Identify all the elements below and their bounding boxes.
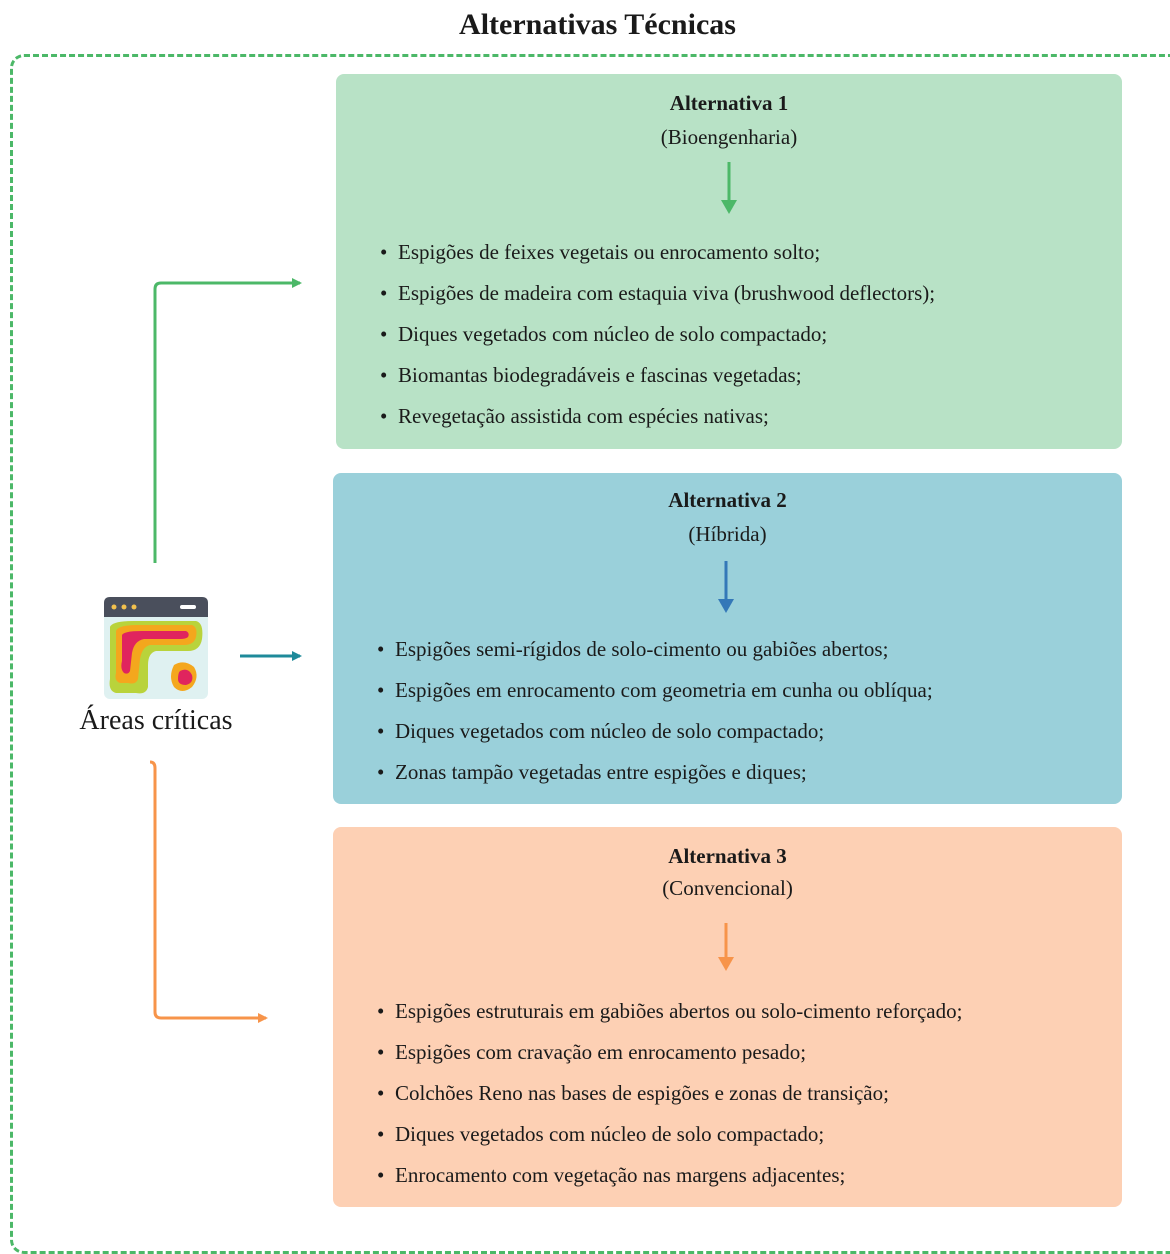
alternativa-1-subtitle: (Bioengenharia) [660,125,798,149]
alternativa-2-subtitle: (Híbrida) [688,522,767,546]
arrow-to-alternativa-3 [149,760,268,1023]
alternativa-1-list: Espigões de feixes vegetais ou enrocamen… [380,232,935,437]
list-item: Espigões de feixes vegetais ou enrocamen… [380,232,935,273]
alternativa-1-box: Alternativa 1 (Bioengenharia) Espigões d… [336,74,1122,449]
alternativa-2-box: Alternativa 2 (Híbrida) Espigões semi-rí… [333,473,1122,804]
list-item: Espigões de madeira com estaquia viva (b… [380,273,935,314]
list-item: Diques vegetados com núcleo de solo comp… [380,314,935,355]
down-arrow-icon [718,561,734,613]
list-item: Espigões com cravação em enrocamento pes… [377,1032,962,1073]
down-arrow-icon [721,162,737,214]
list-item: Biomantas biodegradáveis e fascinas vege… [380,355,935,396]
alternativa-3-title: Alternativa 3 [668,844,787,868]
heatmap-icon [104,597,208,701]
alternativa-3-list: Espigões estruturais em gabiões abertos … [377,991,962,1196]
arrow-to-alternativa-1 [153,278,302,563]
list-item: Revegetação assistida com espécies nativ… [380,396,935,437]
page-title: Alternativas Técnicas [459,8,736,41]
list-item: Zonas tampão vegetadas entre espigões e … [377,752,933,793]
alternativa-1-title: Alternativa 1 [669,91,789,115]
down-arrow-icon [718,923,734,971]
list-item: Diques vegetados com núcleo de solo comp… [377,1114,962,1155]
list-item: Enrocamento com vegetação nas margens ad… [377,1155,962,1196]
list-item: Espigões em enrocamento com geometria em… [377,670,933,711]
source-label: Áreas críticas [79,705,233,736]
list-item: Espigões estruturais em gabiões abertos … [377,991,962,1032]
list-item: Diques vegetados com núcleo de solo comp… [377,711,933,752]
alternativa-3-box: Alternativa 3 (Convencional) Espigões es… [333,827,1122,1207]
alternativa-2-list: Espigões semi-rígidos de solo-cimento ou… [377,629,933,793]
alternativa-2-title: Alternativa 2 [668,488,787,512]
list-item: Colchões Reno nas bases de espigões e zo… [377,1073,962,1114]
alternativa-3-subtitle: (Convencional) [662,876,793,900]
list-item: Espigões semi-rígidos de solo-cimento ou… [377,629,933,670]
